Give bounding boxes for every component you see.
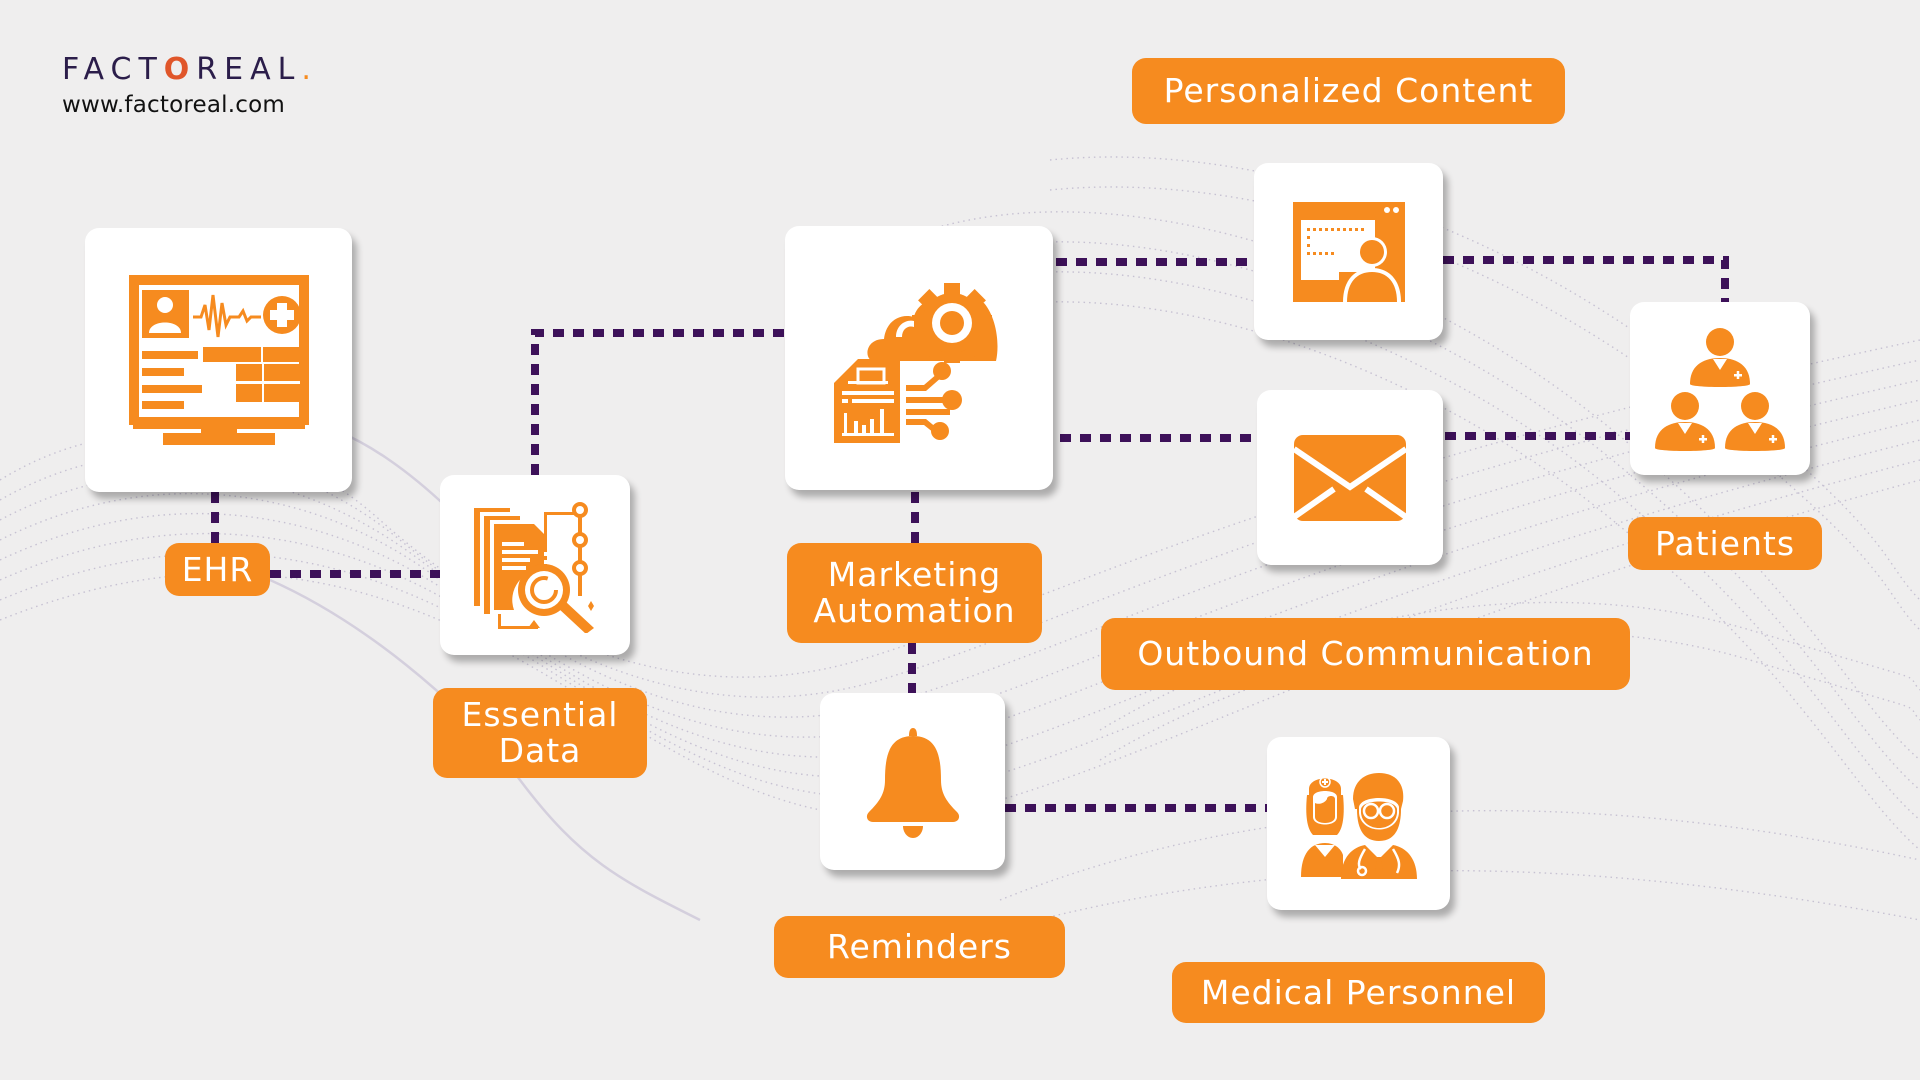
ehr-monitor-icon: [128, 275, 309, 445]
medical-personnel-label: Medical Personnel: [1172, 962, 1545, 1023]
essential-data-card: [440, 475, 630, 655]
edge-personalized-to-patients: [1443, 256, 1729, 302]
ehr-label: EHR: [165, 543, 270, 596]
ehr-card: [85, 228, 352, 492]
brand-logo[interactable]: FACTOREAL. www.factoreal.com: [62, 52, 318, 118]
doctor-nurse-icon: [1300, 772, 1417, 879]
bell-icon: [866, 727, 959, 838]
envelope-icon: [1294, 434, 1406, 521]
document-search-icon: [474, 501, 594, 633]
cloud-gear-automation-icon: [834, 283, 998, 443]
marketing-automation-label: Marketing Automation: [787, 543, 1042, 643]
personalized-content-card: [1254, 163, 1443, 340]
reminders-label: Reminders: [774, 916, 1065, 978]
patients-group-icon: [1655, 327, 1785, 451]
logo-wordmark: FACTOREAL.: [62, 52, 318, 87]
marketing-automation-card: [785, 226, 1053, 490]
patients-label: Patients: [1628, 517, 1822, 570]
outbound-communication-card: [1257, 390, 1443, 565]
patients-card: [1630, 302, 1810, 475]
personalized-content-label: Personalized Content: [1132, 58, 1565, 124]
outbound-communication-label: Outbound Communication: [1101, 618, 1630, 690]
reminders-card: [820, 693, 1005, 870]
brand-url[interactable]: www.factoreal.com: [62, 92, 285, 118]
edge-essential-data-to-marketing: [531, 329, 785, 475]
essential-data-label: Essential Data: [433, 688, 647, 778]
medical-personnel-card: [1267, 737, 1450, 910]
personalized-screen-user-icon: [1292, 201, 1405, 302]
